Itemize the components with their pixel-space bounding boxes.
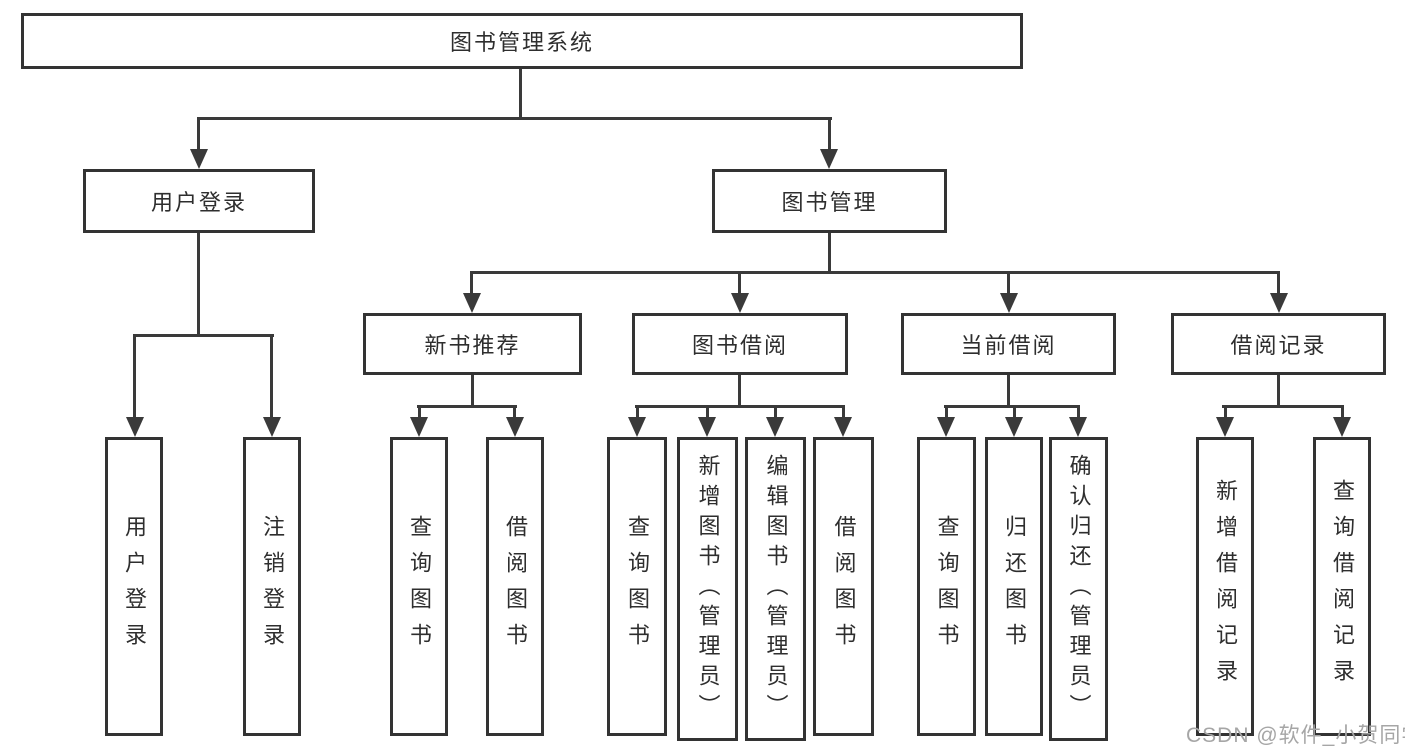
connector-hline xyxy=(133,334,274,337)
connector-vline xyxy=(828,232,831,274)
node-leaf-query-books: 查询图书 xyxy=(390,437,448,736)
connector-vline xyxy=(133,334,136,420)
connector-vline xyxy=(471,374,474,408)
connector-vline xyxy=(1013,405,1016,421)
arrow-down xyxy=(1333,417,1351,437)
connector-vline xyxy=(1224,405,1227,421)
connector-hline xyxy=(197,117,832,120)
arrow-down xyxy=(1069,417,1087,437)
connector-vline xyxy=(197,233,200,336)
arrow-down xyxy=(263,417,281,437)
node-user-login: 用户登录 xyxy=(83,169,315,233)
connector-vline xyxy=(706,405,709,421)
arrow-down xyxy=(820,149,838,169)
connector-hline xyxy=(417,405,517,408)
node-leaf-query-books: 查询图书 xyxy=(607,437,667,736)
arrow-down xyxy=(698,417,716,437)
connector-vline xyxy=(636,405,639,421)
node-leaf-borrow-books: 借阅图书 xyxy=(813,437,874,736)
connector-vline xyxy=(738,271,741,296)
connector-hline xyxy=(471,271,1279,274)
connector-hline xyxy=(944,405,1079,408)
arrow-down xyxy=(1270,293,1288,313)
node-leaf-add-borrow-record: 新增借阅记录 xyxy=(1196,437,1254,736)
arrow-down xyxy=(1005,417,1023,437)
connector-vline xyxy=(470,271,473,296)
connector-vline xyxy=(519,69,522,118)
connector-vline xyxy=(418,405,421,421)
connector-vline xyxy=(945,405,948,421)
connector-vline xyxy=(270,334,273,420)
connector-vline xyxy=(1007,374,1010,408)
node-leaf-query-borrow-record: 查询借阅记录 xyxy=(1313,437,1371,736)
connector-vline xyxy=(1277,374,1280,408)
node-current-borrow: 当前借阅 xyxy=(901,313,1116,375)
arrow-down xyxy=(766,417,784,437)
connector-vline xyxy=(842,405,845,421)
node-new-book-recommend: 新书推荐 xyxy=(363,313,582,375)
connector-vline xyxy=(1007,271,1010,296)
node-leaf-logout: 注销登录 xyxy=(243,437,301,736)
node-leaf-add-books-admin: 新增图书（管理员） xyxy=(677,437,738,741)
arrow-down xyxy=(1000,293,1018,313)
arrow-down xyxy=(463,293,481,313)
connector-hline xyxy=(635,405,845,408)
connector-vline xyxy=(197,117,200,152)
arrow-down xyxy=(937,417,955,437)
arrow-down xyxy=(731,293,749,313)
node-book-borrow: 图书借阅 xyxy=(632,313,848,375)
arrow-down xyxy=(1216,417,1234,437)
connector-vline xyxy=(828,117,831,152)
connector-vline xyxy=(1077,405,1080,421)
node-leaf-query-books: 查询图书 xyxy=(917,437,976,736)
arrow-down xyxy=(190,149,208,169)
connector-hline xyxy=(1222,405,1342,408)
connector-vline xyxy=(774,405,777,421)
node-library-system: 图书管理系统 xyxy=(21,13,1023,69)
node-leaf-confirm-return-admin: 确认归还（管理员） xyxy=(1049,437,1108,741)
node-leaf-edit-books-admin: 编辑图书（管理员） xyxy=(745,437,806,741)
node-leaf-user-login: 用户登录 xyxy=(105,437,163,736)
arrow-down xyxy=(410,417,428,437)
arrow-down xyxy=(834,417,852,437)
node-leaf-borrow-books: 借阅图书 xyxy=(486,437,544,736)
connector-vline xyxy=(1341,405,1344,421)
node-borrow-records: 借阅记录 xyxy=(1171,313,1386,375)
arrow-down xyxy=(506,417,524,437)
node-leaf-return-books: 归还图书 xyxy=(985,437,1043,736)
arrow-down xyxy=(126,417,144,437)
connector-vline xyxy=(1277,271,1280,296)
arrow-down xyxy=(628,417,646,437)
csdn-watermark: CSDN @软件_小贺同学 xyxy=(1186,724,1405,747)
node-book-management: 图书管理 xyxy=(712,169,947,233)
connector-vline xyxy=(513,405,516,421)
connector-vline xyxy=(738,374,741,408)
